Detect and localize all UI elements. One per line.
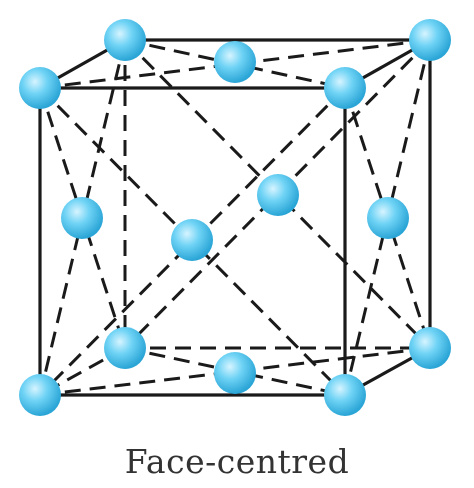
figure-caption: Face-centred [124, 442, 350, 481]
corner-atom-btl [104, 19, 146, 61]
corner-atom-ftl [19, 67, 61, 109]
face-atom-back [257, 174, 299, 216]
face-diagonal-btr-bbl [123, 38, 432, 350]
face-atom-bottom [214, 352, 256, 394]
atoms-layer [19, 19, 451, 416]
face-diagonal-fbl-bbr [39, 346, 431, 397]
face-diagonal-ftl-fbr [38, 86, 347, 397]
corner-atom-fbl [19, 374, 61, 416]
corner-atom-btr [409, 19, 451, 61]
face-diagonal-ftl-btr [39, 38, 431, 90]
corner-atom-fbr [324, 374, 366, 416]
face-diagonal-ftr-fbl [38, 86, 347, 397]
face-atom-top [214, 41, 256, 83]
face-atom-front [171, 219, 213, 261]
face-diagonal-btl-bbr [123, 38, 432, 350]
face-atom-left [61, 197, 103, 239]
corner-atom-ftr [324, 67, 366, 109]
corner-atom-bbl [104, 327, 146, 369]
corner-atom-bbr [409, 327, 451, 369]
face-atom-right [367, 197, 409, 239]
cube-solid-edges [38, 38, 432, 397]
